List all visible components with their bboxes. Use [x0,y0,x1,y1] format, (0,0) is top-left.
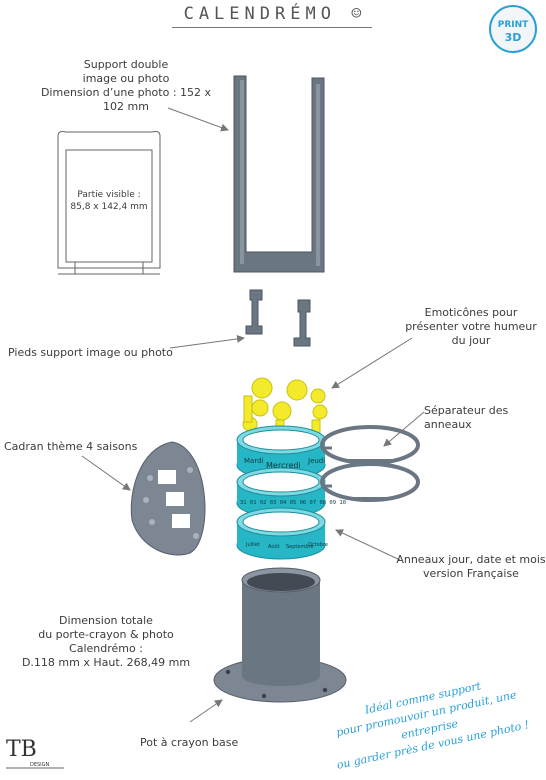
title-underline [172,27,372,28]
logo-design-text: DESIGN [30,762,50,768]
label-base: Pot à crayon base [140,736,239,749]
ring-month-2: Août [268,543,280,550]
logo-line1: PRINT [498,20,529,30]
logo-initials: TB [6,737,37,762]
emoticons-line-2: présenter votre humeur [405,320,537,333]
leader-lines [81,107,425,723]
label-rings: Anneaux jour, date et mois version Franç… [396,553,546,581]
rings-line-1: Anneaux jour, date et mois [396,553,546,566]
pencil-pot-base [213,567,347,703]
ring-month-4: Octobre [308,542,328,548]
emoticons-line-1: Emoticônes pour [424,306,518,319]
photo-support-part [233,75,325,273]
ring-day-1: Mardi [244,457,264,465]
ring-day-2: Mercredi [266,461,301,470]
rings-line-2: version Française [423,567,519,580]
dimensions-line-1: Dimension totale [59,614,153,627]
support-line-2: image ou photo [82,72,170,85]
dimensions-line-4: D.118 mm x Haut. 268,49 mm [21,656,191,669]
tb-design-logo: TB DESIGN [6,737,64,769]
label-separator: Séparateur des anneaux [424,404,509,431]
support-feet [245,289,311,347]
page-title: CALENDRÉMO ☺ [160,4,390,24]
label-visible-area: Partie visible : 85,8 x 142,4 mm [62,189,156,213]
label-dial: Cadran thème 4 saisons [4,440,138,453]
label-dimensions: Dimension totale du porte-crayon & photo… [16,614,196,670]
label-feet: Pieds support image ou photo [8,346,173,359]
dimensions-line-2: du porte-crayon & photo [38,628,174,641]
support-line-1: Support double [83,58,169,71]
ring-separators [320,425,420,502]
label-emoticons: Emoticônes pour présenter votre humeur d… [400,306,542,348]
ring-day-3: Jeudi [307,457,325,465]
dimensions-line-3: Calendrémo : [69,642,143,655]
seasons-dial [130,441,206,556]
visible-area-line-2: 85,8 x 142,4 mm [70,202,148,212]
label-support: Support double image ou photo Dimension … [36,58,216,114]
print3d-logo: PRINT 3D [489,5,537,53]
ring-month-3: Septembre [286,544,314,550]
emoticons-line-3: du jour [451,334,491,347]
title-text: CALENDRÉMO [183,4,336,24]
visible-area-line-1: Partie visible : [77,190,141,200]
ring-month-1: Juillet [245,542,260,548]
smiley-icon: ☺ [335,4,367,24]
ring-dates: 31 01 02 03 04 05 06 07 08 09 10 [240,500,346,506]
support-line-3: Dimension d’une photo : 152 x 102 mm [40,86,212,113]
ring-stack: Mardi Mercredi Jeudi 31 01 02 03 04 05 0… [236,425,346,560]
logo-line2: 3D [505,31,522,44]
photo-frame-outline [57,131,161,275]
